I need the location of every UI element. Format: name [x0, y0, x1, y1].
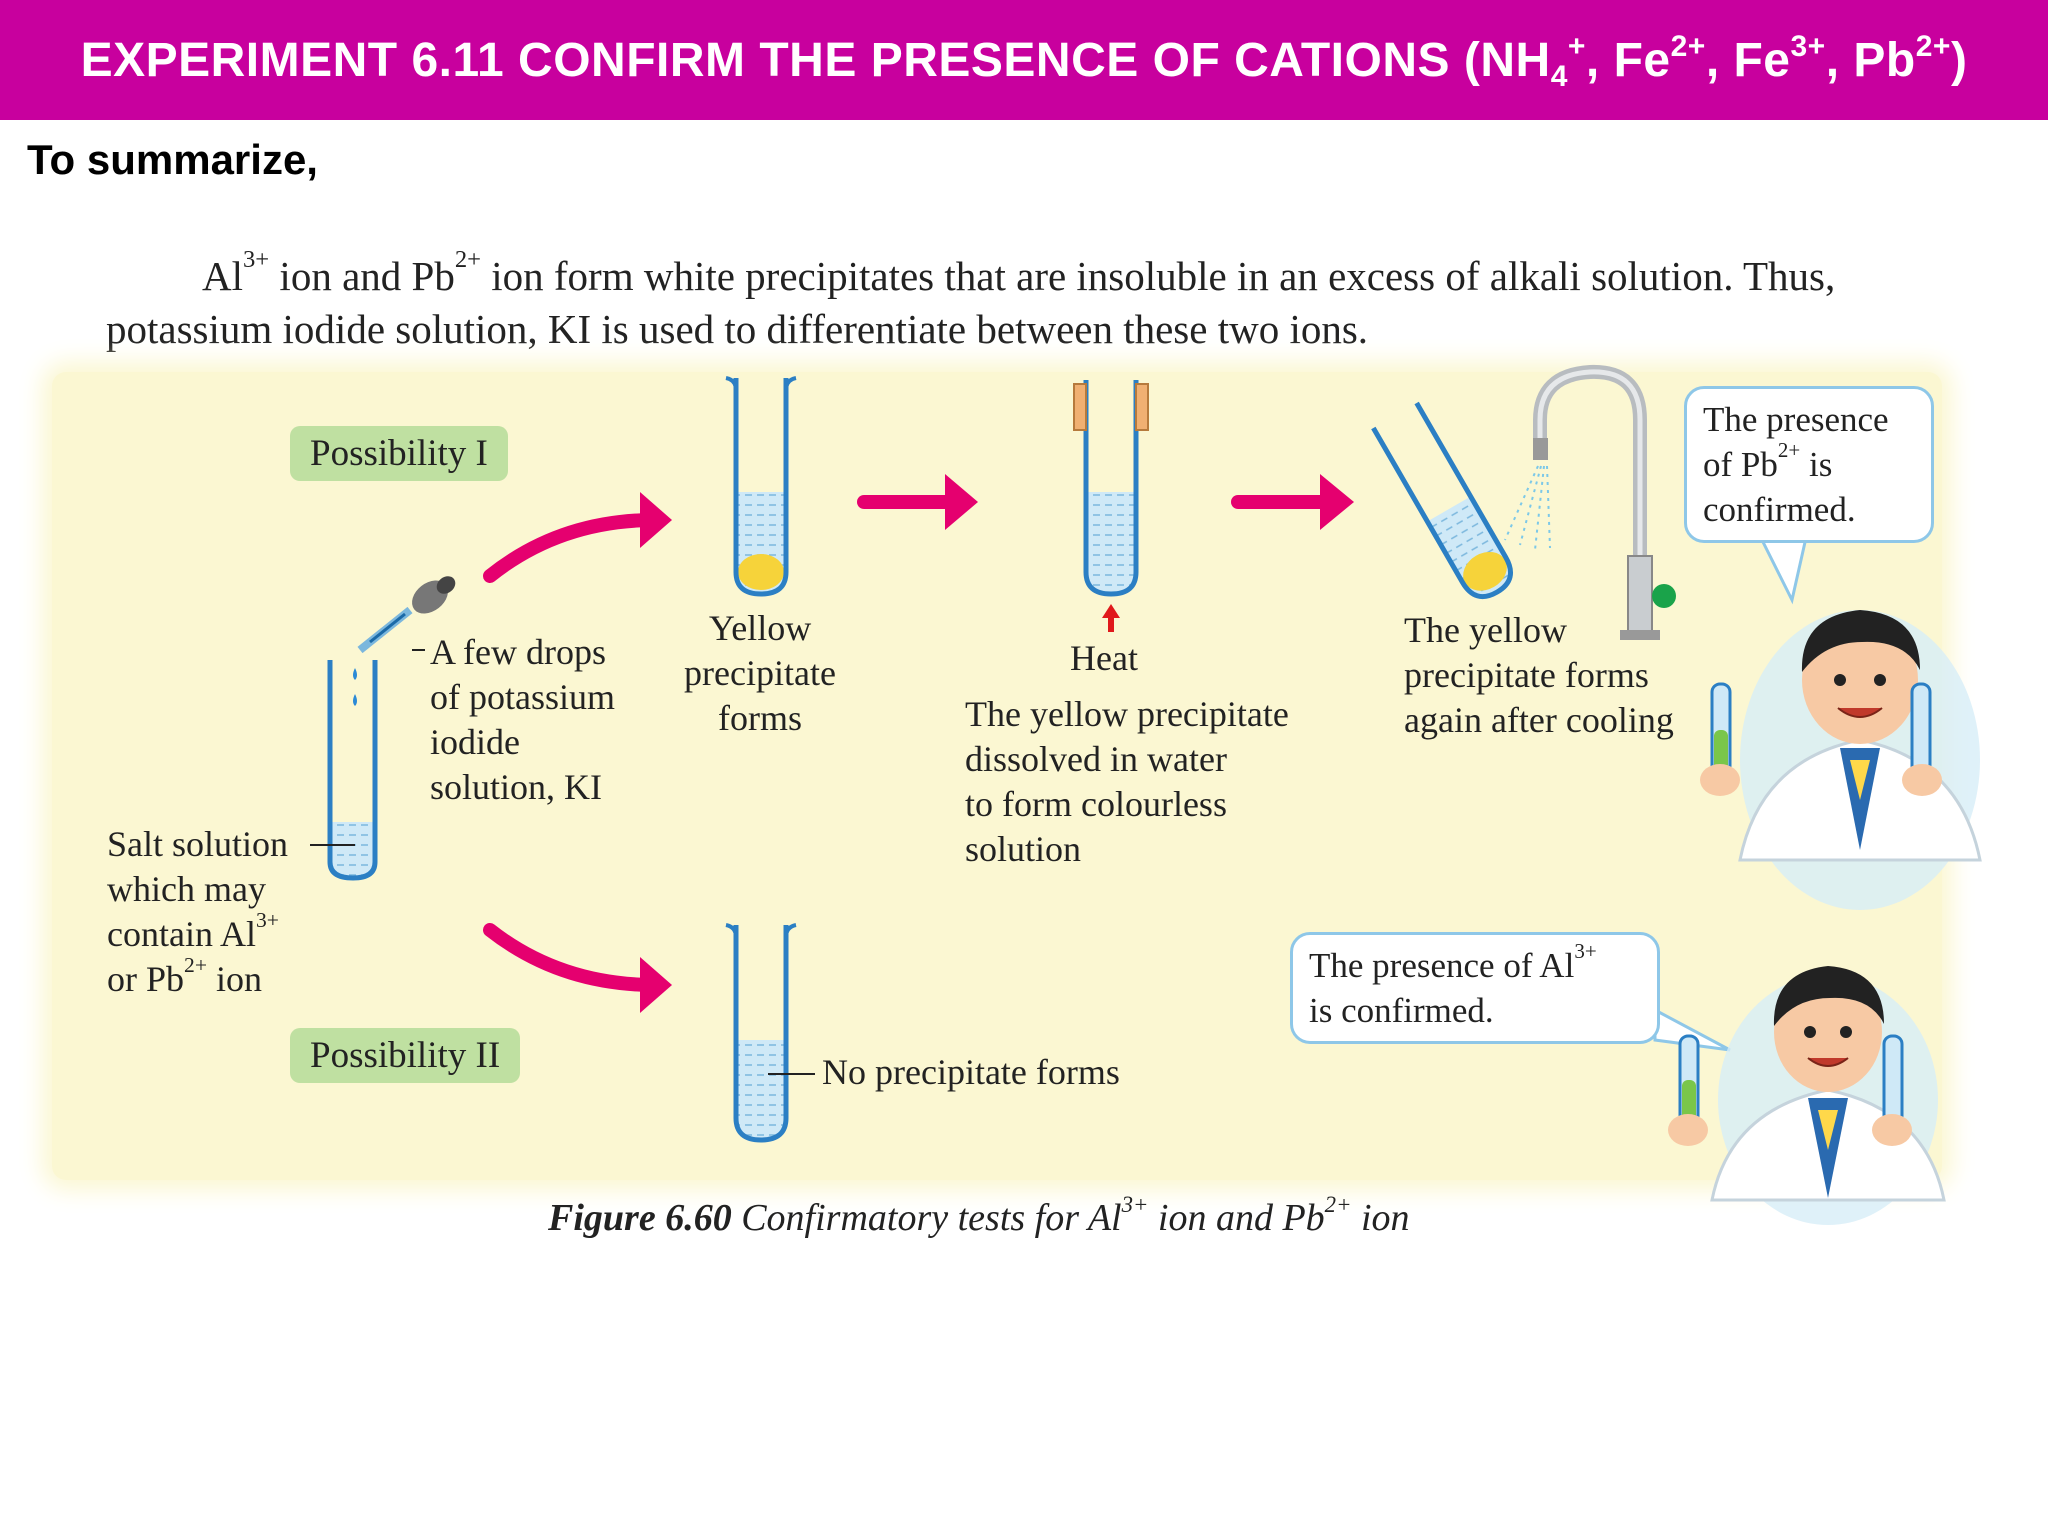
dropper-label: A few drops of potassium iodide solution…: [430, 632, 615, 807]
pb-confirmed-bubble: The presence of Pb2+ is confirmed.: [1684, 386, 1934, 543]
slide-title: EXPERIMENT 6.11 CONFIRM THE PRESENCE OF …: [80, 29, 1968, 93]
dropper-icon: [353, 576, 456, 706]
scientist-illustration: [1668, 966, 1946, 1225]
heat-arrow-icon: [1102, 604, 1120, 632]
no-precipitate-test-tube: [725, 923, 815, 1143]
intro-paragraph: Al3+ ion and Pb2+ ion form white precipi…: [106, 246, 1836, 352]
yellow-precipitate-test-tube: [725, 376, 797, 597]
possibility-2-label: Possibility II: [290, 1028, 521, 1083]
curved-arrow-down-icon: [483, 923, 672, 1013]
water-tap-icon: [1504, 364, 1676, 640]
figure-caption: Figure 6.60 Confirmatory tests for Al3+ …: [548, 1192, 1410, 1239]
summary-heading: To summarize,: [27, 136, 318, 183]
reforms-label: The yellow precipitate forms again after…: [1404, 610, 1674, 740]
no-precipitate-label: No precipitate forms: [822, 1052, 1120, 1092]
al-confirmed-bubble: The presence of Al3+ is confirmed.: [1290, 932, 1660, 1044]
scientist-illustration: [1700, 610, 1982, 910]
dissolved-label: The yellow precipitate dissolved in wate…: [965, 694, 1289, 869]
title-banner: EXPERIMENT 6.11 CONFIRM THE PRESENCE OF …: [0, 0, 2048, 120]
curved-arrow-up-icon: [483, 492, 672, 583]
arrow-right-icon: [857, 474, 978, 530]
salt-solution-label: Salt solution which may contain Al3+ or …: [107, 824, 289, 999]
arrow-right-icon: [1231, 474, 1354, 530]
heated-test-tube: [1073, 380, 1149, 597]
cooling-test-tube: [1371, 401, 1514, 600]
heat-label: Heat: [1070, 638, 1138, 678]
yellow-precipitate-label: Yellow precipitate forms: [684, 608, 836, 738]
salt-solution-test-tube: [310, 660, 378, 881]
possibility-1-label: Possibility I: [290, 426, 508, 481]
